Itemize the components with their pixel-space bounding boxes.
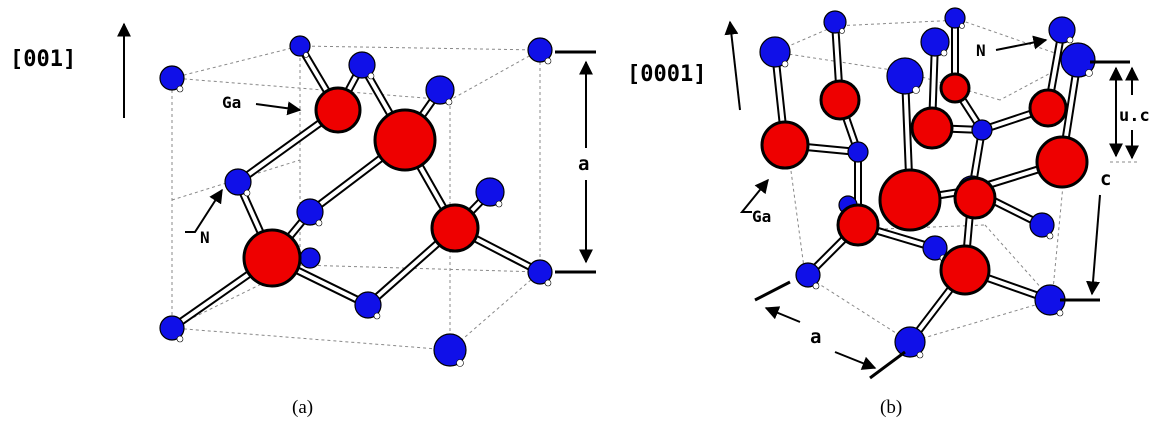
panel-b-wurtzite: [0001] N Ga u.c c a (b) bbox=[627, 7, 1150, 418]
panel-b-a-label: a bbox=[810, 326, 821, 348]
panel-a-ga-pointer bbox=[255, 101, 302, 116]
panel-b-c-label: c bbox=[1100, 168, 1111, 190]
panel-b-gallium-atoms bbox=[760, 72, 1089, 296]
panel-b-n-label: N bbox=[976, 41, 986, 60]
panel-b-ga-label: Ga bbox=[752, 207, 771, 226]
panel-a-ga-label: Ga bbox=[222, 93, 241, 112]
panel-a-zinc-blende: [001] Ga N a (a) bbox=[10, 22, 596, 418]
panel-a-n-label: N bbox=[200, 228, 210, 247]
panel-a-n-pointer bbox=[185, 188, 223, 233]
panel-a-lattice-dimension bbox=[555, 50, 596, 274]
panel-b-n-pointer bbox=[995, 35, 1048, 51]
panel-b-caption: (b) bbox=[880, 397, 902, 418]
panel-b-uc-label: u.c bbox=[1119, 106, 1150, 126]
panel-b-direction-arrow bbox=[724, 20, 741, 111]
panel-b-a-dimension bbox=[754, 280, 906, 380]
panel-a-caption: (a) bbox=[292, 397, 313, 418]
panel-a-gallium-atoms bbox=[242, 86, 480, 288]
panel-b-vertical-dimensions bbox=[1060, 60, 1140, 302]
panel-a-nitrogen-atoms bbox=[159, 35, 553, 367]
panel-a-direction-label: [001] bbox=[10, 47, 76, 72]
panel-b-direction-label: [0001] bbox=[627, 62, 706, 87]
panel-b-ga-pointer bbox=[739, 178, 769, 213]
panel-a-lattice-label: a bbox=[578, 153, 589, 175]
